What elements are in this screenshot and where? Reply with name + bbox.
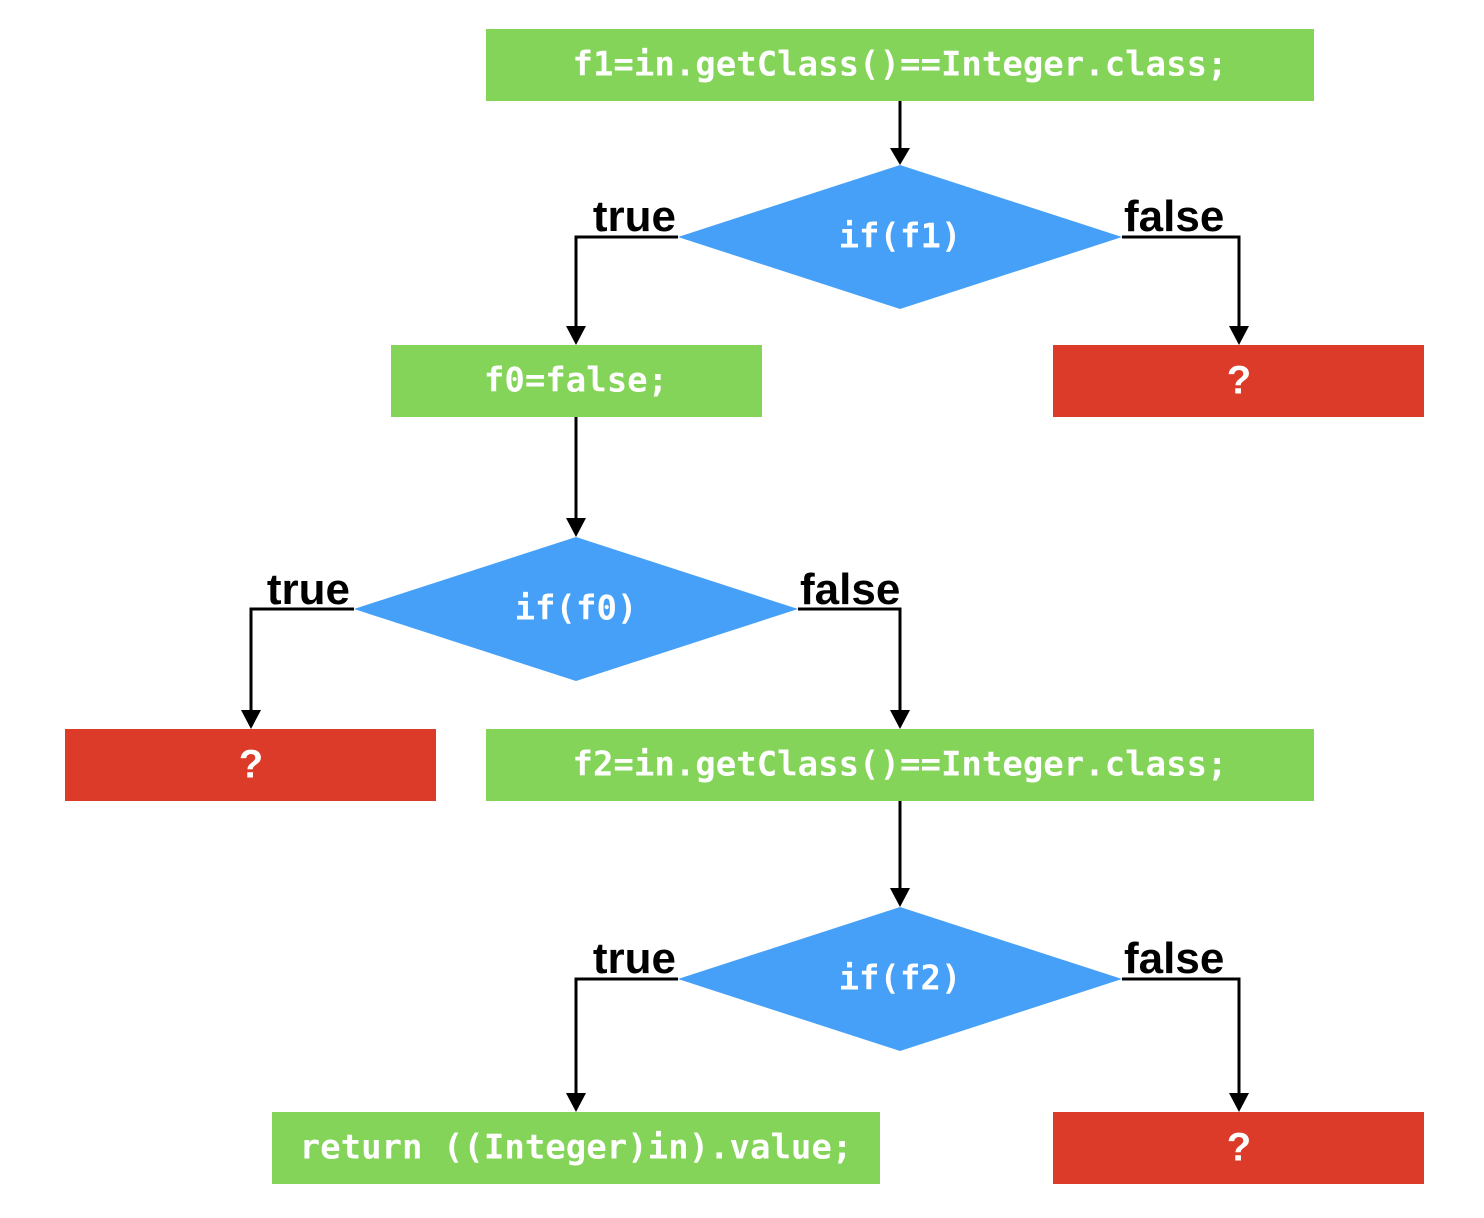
return-value-box — [272, 1112, 880, 1184]
label-f2-false: false — [1124, 934, 1224, 983]
edge-f1-false — [1122, 235, 1249, 345]
label-f1-false: false — [1124, 192, 1224, 241]
node-decision-f2: if(f2) — [678, 907, 1122, 1051]
edge-f0-false — [798, 607, 910, 729]
unknown-1-text: ? — [1227, 359, 1251, 403]
label-f0-true: true — [267, 565, 350, 614]
assign-f0-text: f0=false; — [484, 361, 668, 401]
node-assign-f2: f2=in.getClass()==Integer.class; — [486, 729, 1314, 801]
unknown-1-box — [1053, 345, 1424, 417]
unknown-3-box — [1053, 1112, 1424, 1184]
assign-f1-text: f1=in.getClass()==Integer.class; — [572, 45, 1227, 85]
decision-f2-diamond — [678, 907, 1122, 1051]
node-decision-f0: if(f0) — [354, 537, 798, 681]
node-unknown-1: ? — [1053, 345, 1424, 417]
node-unknown-2: ? — [65, 729, 436, 801]
unknown-3-text: ? — [1227, 1126, 1251, 1170]
label-f0-false: false — [800, 565, 900, 614]
assign-f2-box — [486, 729, 1314, 801]
return-value-text: return ((Integer)in).value; — [300, 1128, 853, 1168]
node-assign-f0: f0=false; — [391, 345, 762, 417]
decision-f1-text: if(f1) — [839, 217, 962, 257]
label-f2-true: true — [593, 934, 676, 983]
node-return-value: return ((Integer)in).value; — [272, 1112, 880, 1184]
decision-f1-diamond — [678, 165, 1122, 309]
assign-f1-box — [486, 29, 1314, 101]
decision-f0-diamond — [354, 537, 798, 681]
decision-f0-text: if(f0) — [515, 589, 638, 629]
label-f1-true: true — [593, 192, 676, 241]
node-assign-f1: f1=in.getClass()==Integer.class; — [486, 29, 1314, 101]
edge-f2-false — [1122, 977, 1249, 1112]
unknown-2-text: ? — [239, 743, 263, 787]
assign-f2-text: f2=in.getClass()==Integer.class; — [572, 745, 1227, 785]
edge-f2-true — [566, 977, 678, 1112]
assign-f0-box — [391, 345, 762, 417]
decision-f2-text: if(f2) — [839, 959, 962, 999]
edge-assign-f2-to-decision-f2 — [890, 801, 910, 907]
unknown-2-box — [65, 729, 436, 801]
edge-f1-true — [566, 235, 678, 345]
node-decision-f1: if(f1) — [678, 165, 1122, 309]
edge-assign-f1-to-decision-f1 — [890, 101, 910, 165]
edge-f0-true — [241, 607, 354, 729]
edge-assign-f0-to-decision-f0 — [566, 417, 586, 537]
node-unknown-3: ? — [1053, 1112, 1424, 1184]
